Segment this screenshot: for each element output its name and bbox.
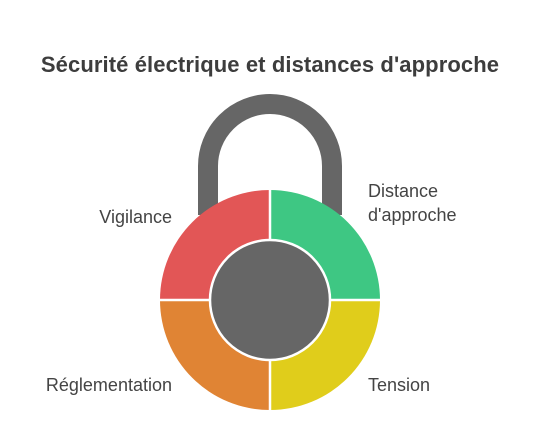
label-distance-approche: Distance d'approche [368, 179, 518, 227]
label-distance-line1: Distance [368, 181, 439, 201]
label-distance-line2: d'approche [368, 205, 457, 225]
label-tension: Tension [368, 375, 431, 395]
label-vigilance: Vigilance [99, 207, 172, 227]
label-reglementation: Réglementation [45, 375, 172, 395]
padlock-hub [208, 238, 332, 362]
padlock-shackle [198, 94, 342, 215]
diagram-title: Sécurité électrique et distances d'appro… [40, 52, 500, 77]
